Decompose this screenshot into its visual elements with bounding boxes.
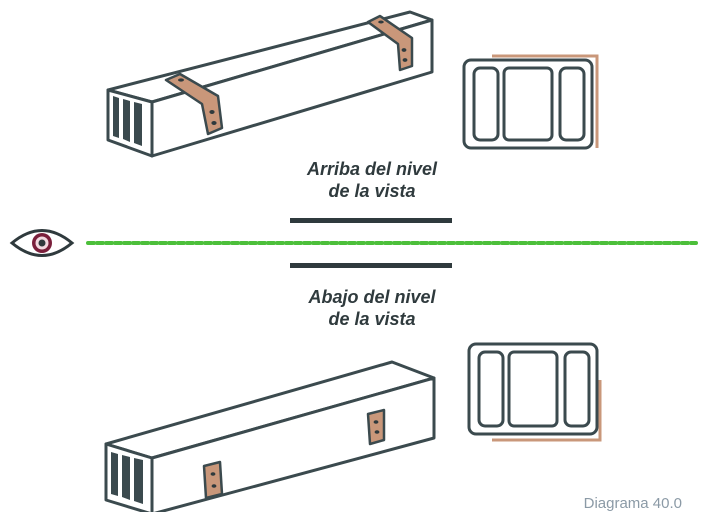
label-above-line2: de la vista — [328, 181, 416, 201]
label-below-eye-level: Abajo del nivel de la vista — [272, 286, 472, 330]
label-below-line1: Abajo del nivel — [308, 287, 436, 307]
lower-beam — [104, 360, 436, 512]
label-below-line2: de la vista — [328, 309, 416, 329]
divider-above — [290, 218, 452, 223]
lower-beam-strap-left — [202, 460, 224, 500]
upper-cross-section — [462, 54, 599, 150]
upper-beam-strap-left — [164, 72, 224, 136]
label-above-eye-level: Arriba del nivel de la vista — [272, 158, 472, 202]
label-above-line1: Arriba del nivel — [306, 159, 438, 179]
divider-below — [290, 263, 452, 268]
diagram-caption: Diagrama 40.0 — [583, 495, 682, 512]
lower-beam-vents — [111, 452, 143, 504]
upper-beam-strap-right — [366, 14, 414, 72]
upper-beam-vents — [113, 96, 142, 146]
eye-icon — [9, 229, 75, 257]
lower-cross-section — [467, 342, 602, 442]
lower-beam-strap-right — [366, 408, 386, 446]
